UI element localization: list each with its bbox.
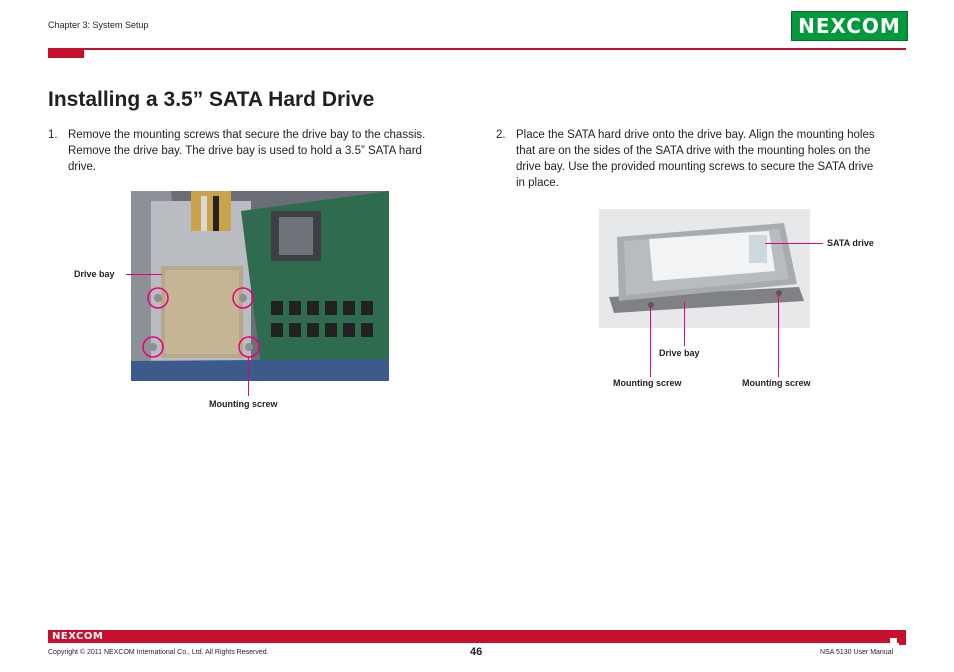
footer-square (899, 638, 906, 645)
callout-mounting-screw-left: Mounting screw (613, 378, 682, 388)
logo-text: NEXCOM (798, 14, 901, 38)
page-title: Installing a 3.5” SATA Hard Drive (48, 88, 375, 111)
step-line: in place. (516, 177, 559, 189)
page-number: 46 (470, 646, 483, 658)
step-line: that are on the sides of the SATA drive … (516, 145, 871, 157)
callout-mounting-screw-right: Mounting screw (742, 378, 811, 388)
callout-line (684, 302, 685, 346)
step-line: drive. (68, 161, 97, 173)
copyright: Copyright © 2011 NEXCOM International Co… (48, 649, 269, 656)
step-text: Remove the mounting screws that secure t… (68, 127, 425, 175)
footer-square (890, 630, 897, 637)
chassis-illustration (131, 191, 389, 381)
step-line: drive bay. Use the provided mounting scr… (516, 161, 874, 173)
callout-line (765, 243, 823, 244)
header-accent-block (48, 50, 84, 58)
step-line: Remove the drive bay. The drive bay is u… (68, 145, 422, 157)
footer-bar (48, 630, 906, 643)
footer-logo: NEXCOM (52, 631, 104, 642)
callout-sata-drive: SATA drive (827, 238, 874, 248)
callout-drive-bay: Drive bay (659, 348, 700, 358)
footer-square (890, 638, 897, 645)
callout-line (778, 292, 779, 377)
callout-line (650, 305, 651, 377)
step-text: Place the SATA hard drive onto the drive… (516, 127, 875, 191)
callout-mounting-screw: Mounting screw (209, 399, 278, 409)
step-2: 2. Place the SATA hard drive onto the dr… (496, 127, 916, 193)
step-number: 1. (48, 129, 58, 141)
callout-drive-bay: Drive bay (74, 269, 115, 279)
step-line: Place the SATA hard drive onto the drive… (516, 129, 875, 141)
hard-drive-photo (599, 209, 810, 328)
chapter-title: Chapter 3: System Setup (48, 20, 149, 30)
callout-line (248, 357, 249, 396)
callout-line (126, 274, 162, 275)
chassis-photo (131, 191, 389, 381)
step-number: 2. (496, 129, 506, 141)
step-line: Remove the mounting screws that secure t… (68, 129, 426, 141)
hard-drive-illustration (599, 209, 810, 328)
manual-name: NSA 5130 User Manual (820, 649, 894, 656)
step-1: 1. Remove the mounting screws that secur… (48, 127, 468, 177)
nexcom-logo: NEXCOM (791, 11, 908, 41)
header-rule (48, 48, 906, 50)
